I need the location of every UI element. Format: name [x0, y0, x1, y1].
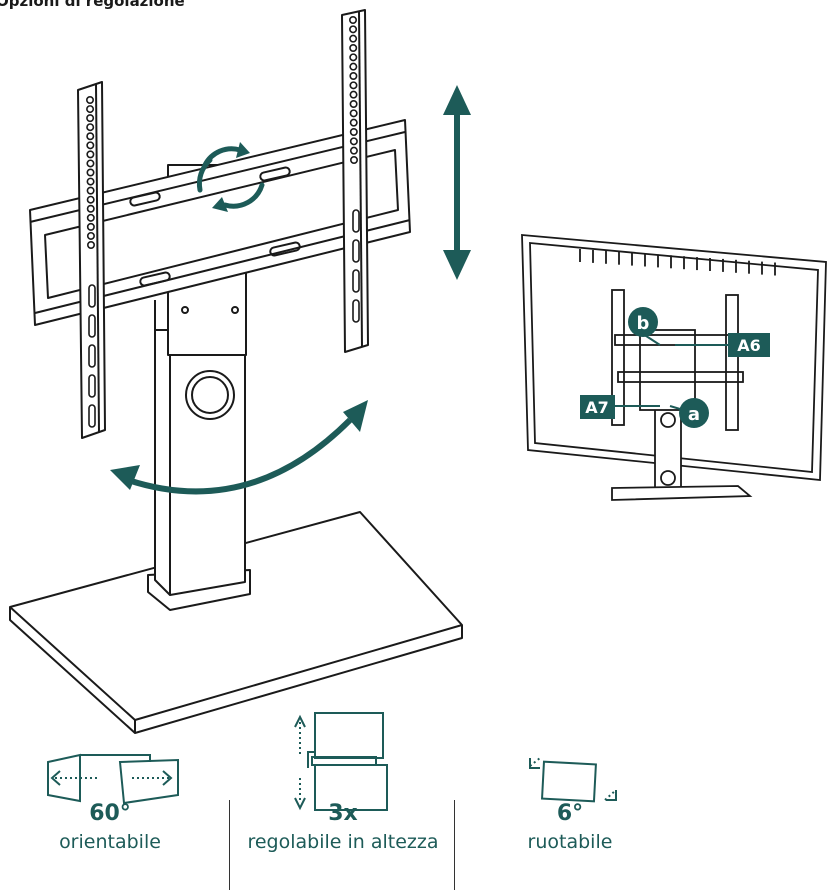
arm-hole	[349, 109, 358, 118]
arm-hole	[349, 81, 358, 90]
arm-slot	[88, 314, 96, 338]
arm-hole	[86, 105, 95, 114]
feature-rotate: 6° ruotabile	[450, 800, 690, 856]
arm-hole	[349, 90, 358, 99]
arm-hole	[349, 62, 358, 71]
swivel-icon	[47, 753, 179, 805]
arm-slot	[88, 344, 96, 368]
arm-hole	[349, 34, 358, 43]
arm-hole	[86, 96, 95, 105]
arm-slot	[352, 239, 360, 263]
arm-hole	[349, 100, 358, 109]
arm-hole	[349, 128, 358, 137]
feature-rotate-label: ruotabile	[527, 831, 613, 853]
arm-hole	[348, 15, 357, 24]
arm-holes	[86, 15, 360, 428]
monitor-illustration	[521, 234, 827, 501]
feature-height-value: 3x	[328, 801, 358, 826]
arm-hole	[86, 132, 95, 141]
monitor-top-marks	[579, 249, 776, 276]
arm-hole	[86, 159, 95, 168]
arm-hole	[86, 231, 95, 240]
arm-hole	[349, 53, 358, 62]
arm-hole	[86, 186, 95, 195]
arm-hole	[349, 25, 358, 34]
arm-hole	[349, 43, 358, 52]
feature-height-label: regolabile in altezza	[247, 831, 439, 853]
arm-hole	[349, 156, 358, 165]
arm-hole	[86, 177, 95, 186]
svg-text:A6: A6	[737, 336, 761, 355]
arm-slot	[352, 299, 360, 323]
arm-hole	[86, 195, 95, 204]
rotate-icon	[529, 757, 617, 803]
callout-b: b	[628, 307, 658, 337]
arm-hole	[87, 241, 96, 250]
page-title: Opzioni di regolazione	[0, 0, 185, 10]
arm-hole	[86, 150, 95, 159]
arm-hole	[349, 146, 358, 155]
feature-swivel: 60° orientabile	[0, 800, 230, 856]
callout-a: a	[679, 398, 709, 428]
feature-divider	[229, 800, 230, 890]
arm-slot	[88, 374, 96, 398]
svg-text:A7: A7	[585, 398, 609, 417]
height-adjust-icon	[294, 712, 388, 811]
vertical-arm-left	[77, 81, 106, 439]
feature-swivel-value: 60°	[89, 801, 131, 826]
arm-hole	[86, 204, 95, 213]
callout-A6: A6	[728, 333, 770, 357]
arm-hole	[86, 213, 95, 222]
feature-height: 3x regolabile in altezza	[223, 800, 463, 856]
svg-text:b: b	[637, 313, 650, 334]
arm-hole	[86, 222, 95, 231]
arm-hole	[349, 137, 358, 146]
arm-hole	[86, 123, 95, 132]
arm-slot	[352, 269, 360, 293]
swivel-arrow	[110, 400, 368, 495]
vertical-arm-right	[341, 9, 369, 353]
svg-text:a: a	[688, 404, 700, 425]
arm-slot	[352, 209, 360, 233]
arm-hole	[86, 168, 95, 177]
feature-rotate-value: 6°	[556, 801, 584, 826]
arm-hole	[86, 141, 95, 150]
callout-A7: A7	[580, 395, 615, 419]
rotation-arrows	[196, 146, 265, 209]
arm-slot	[88, 284, 96, 308]
feature-divider	[454, 800, 455, 890]
height-arrow	[443, 85, 471, 280]
arm-hole	[349, 72, 358, 81]
arm-slot	[88, 404, 96, 428]
arm-hole	[349, 118, 358, 127]
feature-swivel-label: orientabile	[59, 831, 161, 853]
arm-hole	[86, 114, 95, 123]
